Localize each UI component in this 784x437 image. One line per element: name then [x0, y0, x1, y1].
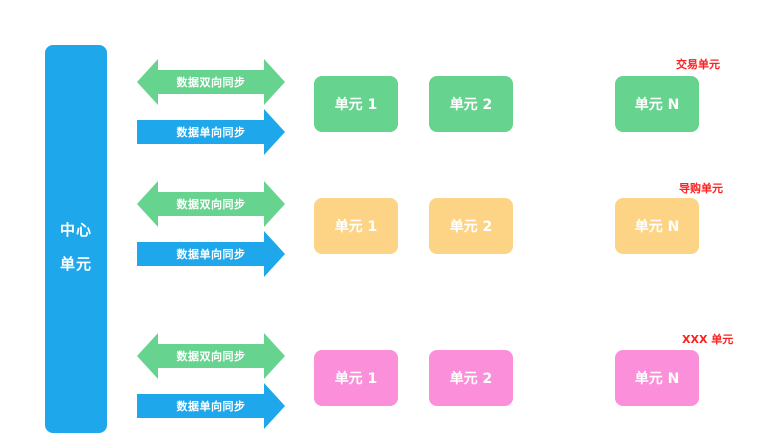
trade-unit-2: 单元 2 [429, 76, 513, 132]
bidirectional-sync-arrow: 数据双向同步 [137, 333, 285, 379]
bidirectional-sync-arrow: 数据双向同步 [137, 181, 285, 227]
guide-unit-2: 单元 2 [429, 198, 513, 254]
bidirectional-arrow-icon [137, 333, 285, 379]
right-arrow-icon [137, 231, 285, 277]
bidirectional-arrow-icon [137, 59, 285, 105]
bidirectional-arrow-icon [137, 181, 285, 227]
trade-unit-n: 单元 N [615, 76, 699, 132]
guide-group-label: 导购单元 [679, 182, 723, 195]
unidirectional-sync-arrow: 数据单向同步 [137, 383, 285, 429]
right-arrow-icon [137, 383, 285, 429]
bidirectional-sync-label: 数据双向同步 [176, 350, 246, 363]
unidirectional-sync-label: 数据单向同步 [176, 126, 246, 139]
xxx-group-label: XXX 单元 [682, 333, 734, 346]
unidirectional-sync-label: 数据单向同步 [176, 400, 246, 413]
center-unit-label-line2: 单元 [59, 255, 92, 273]
xxx-unit-1: 单元 1 [314, 350, 398, 406]
bidirectional-sync-arrow: 数据双向同步 [137, 59, 285, 105]
unidirectional-sync-label: 数据单向同步 [176, 248, 246, 261]
bidirectional-sync-label: 数据双向同步 [176, 76, 246, 89]
right-arrow-icon [137, 109, 285, 155]
trade-group-label: 交易单元 [676, 58, 720, 71]
center-unit-bar: 中心 单元 [45, 45, 107, 433]
guide-unit-n: 单元 N [615, 198, 699, 254]
bidirectional-sync-label: 数据双向同步 [176, 198, 246, 211]
unidirectional-sync-arrow: 数据单向同步 [137, 109, 285, 155]
xxx-unit-n: 单元 N [615, 350, 699, 406]
guide-unit-1: 单元 1 [314, 198, 398, 254]
trade-unit-1: 单元 1 [314, 76, 398, 132]
center-unit-label-line1: 中心 [59, 221, 92, 239]
xxx-unit-2: 单元 2 [429, 350, 513, 406]
unidirectional-sync-arrow: 数据单向同步 [137, 231, 285, 277]
